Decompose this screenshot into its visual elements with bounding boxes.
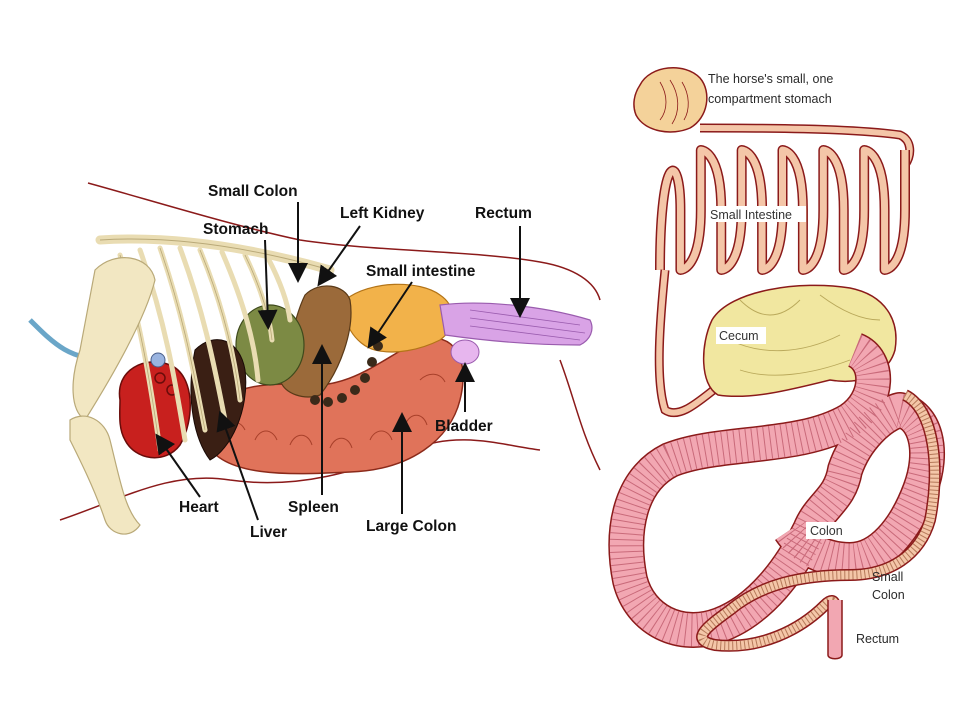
horse-belly-outline [59,439,541,521]
label-small-colon: Small Colon [208,183,298,200]
horse-body-diagram: Small Colon Stomach Left Kidney Rectum S… [28,182,601,541]
label-stomach: Stomach [203,221,268,238]
aorta-vessel [150,352,166,368]
stomach-organ [235,304,305,386]
scapula-bone [72,257,156,421]
label-rectum-right: Rectum [856,632,899,646]
horse-hind-outline [559,359,601,471]
arrow-small-intestine [367,281,413,349]
label-small-intestine-right: Small Intestine [710,208,792,222]
label-small-colon-line2: Colon [872,588,905,602]
label-large-colon: Large Colon [366,518,456,535]
label-bg-colon [806,522,854,539]
label-left-kidney: Left Kidney [340,205,425,222]
label-cecum: Cecum [719,329,759,343]
horse-back-outline [87,182,601,301]
label-colon: Colon [810,524,843,538]
arrow-stomach [257,239,278,330]
digestive-tract-diagram: The horse's small, one compartment stoma… [608,67,945,660]
arrow-left-kidney [317,225,361,287]
cecum-folds [729,294,881,376]
bladder-organ [450,339,480,365]
label-bg-small-intestine [708,206,806,222]
label-small-colon-line1: Small [872,570,903,584]
arrow-heart [155,433,201,498]
label-bg-cecum [716,327,766,344]
small-intestine-loops [655,145,910,275]
label-bladder: Bladder [435,418,493,435]
label-rectum: Rectum [475,205,532,222]
leader-arrows [155,202,530,521]
small-intestine-organ [343,283,454,353]
foreleg-bone [69,415,141,535]
horse-rectum-organ [827,600,843,660]
label-spleen: Spleen [288,499,339,516]
label-small-intestine: Small intestine [366,263,476,280]
label-horse-stomach-line2: compartment stomach [708,92,832,106]
horse-stomach-organ [633,67,708,133]
label-liver: Liver [250,524,287,541]
label-horse-stomach-line1: The horse's small, one [708,72,833,86]
arrow-liver [216,410,259,521]
small-intestine-loop-fill [656,146,909,274]
small-colon-chain [310,341,383,407]
label-heart: Heart [179,499,219,516]
